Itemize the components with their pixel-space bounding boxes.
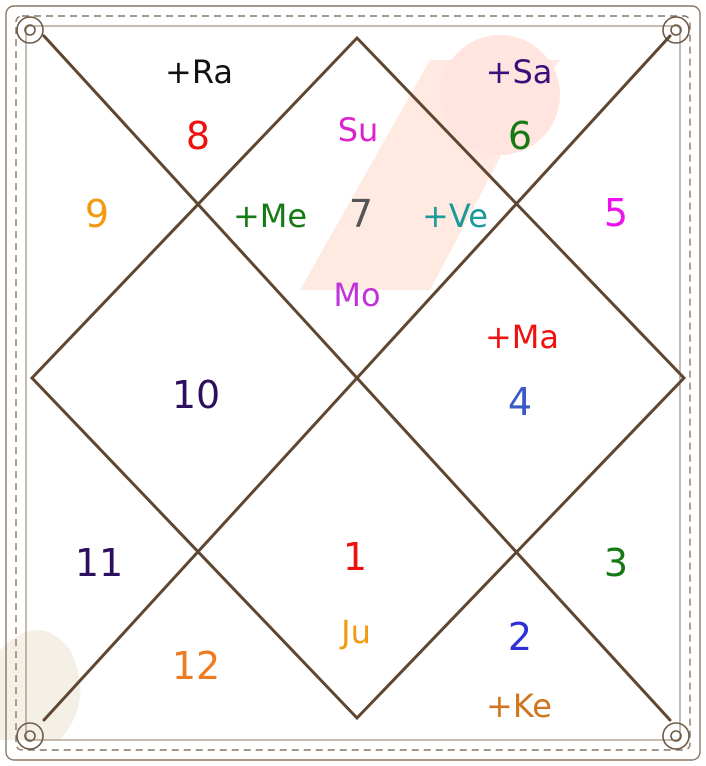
planet-venus: +Ve	[422, 197, 488, 235]
house-number-6: 6	[508, 114, 532, 158]
house-number-4: 4	[508, 380, 532, 424]
central-diamond	[29, 35, 687, 721]
planet-sun: Su	[338, 111, 379, 149]
watermark	[0, 35, 560, 740]
planet-mars: +Ma	[485, 318, 559, 356]
chart-lines	[29, 34, 687, 722]
house-number-8: 8	[186, 114, 210, 158]
corner-ornament-bottom-right	[662, 722, 690, 750]
house-number-10: 10	[172, 373, 220, 417]
house-number-12: 12	[172, 644, 220, 688]
house-number-9: 9	[85, 192, 109, 236]
house-number-1: 1	[343, 535, 367, 579]
planet-rahu: +Ra	[165, 53, 233, 91]
house-number-7: 7	[349, 192, 373, 236]
planet-saturn: +Sa	[486, 53, 553, 91]
house-number-5: 5	[604, 191, 628, 235]
house-number-11: 11	[75, 541, 123, 585]
planet-labels: +Ra +Sa Su +Me +Ve Mo +Ma Ju +Ke	[165, 53, 559, 725]
house-numbers: 7 8 9 10 11 12 1 2 3 4 5 6	[75, 114, 628, 688]
house-number-3: 3	[604, 541, 628, 585]
planet-jupiter: Ju	[339, 613, 371, 651]
planet-ketu: +Ke	[486, 687, 552, 725]
corner-ornament-top-right	[662, 16, 690, 44]
planet-moon: Mo	[333, 276, 380, 314]
diagonal-top-right-to-bottom-left	[42, 34, 672, 722]
house-number-2: 2	[508, 615, 532, 659]
corner-ornament-bottom-left	[16, 722, 44, 750]
corner-ornament-top-left	[16, 16, 44, 44]
planet-mercury: +Me	[233, 197, 307, 235]
